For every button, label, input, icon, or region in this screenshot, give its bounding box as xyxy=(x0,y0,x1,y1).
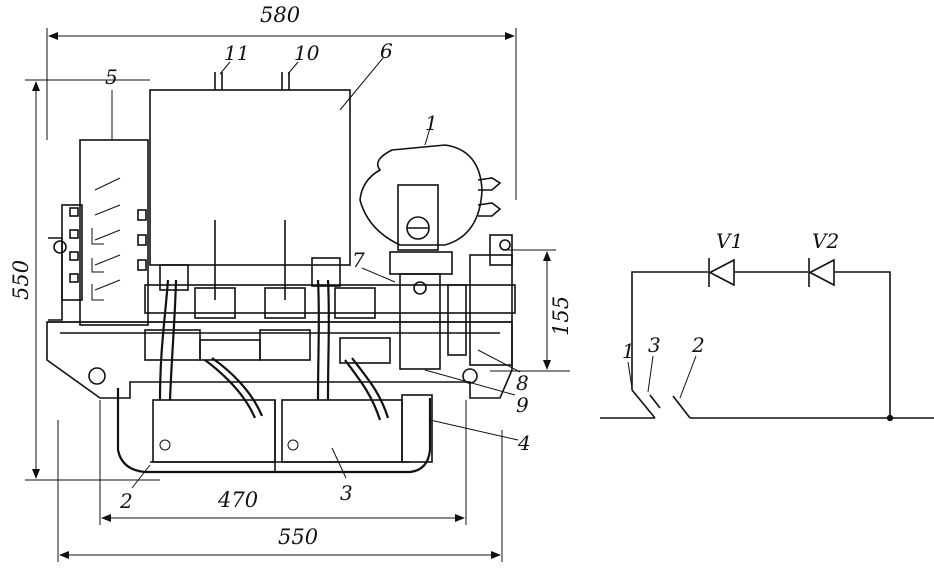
dimension-bottom-width: 550 xyxy=(57,420,503,562)
diode-v1: V1 xyxy=(708,229,743,287)
label-5: 5 xyxy=(105,65,118,89)
label-6: 6 xyxy=(380,39,393,63)
dimension-right-height-label: 155 xyxy=(549,296,573,336)
diode-v1-label: V1 xyxy=(716,229,743,253)
leader-lines xyxy=(111,57,521,489)
cover-6 xyxy=(149,72,351,300)
dimension-mount-width: 470 xyxy=(99,400,467,525)
junction-dot xyxy=(886,414,894,422)
contact-label-2: 2 xyxy=(691,333,705,357)
label-9: 9 xyxy=(516,393,529,417)
cables xyxy=(158,279,390,421)
dimension-bottom-width-label: 550 xyxy=(278,525,318,549)
label-4: 4 xyxy=(517,431,531,455)
contact-label-1: 1 xyxy=(622,339,635,363)
label-3: 3 xyxy=(340,481,353,505)
base-frame xyxy=(46,321,513,474)
label-8: 8 xyxy=(516,371,529,395)
dimension-height: 550 xyxy=(9,79,160,481)
dimension-top-width: 580 xyxy=(46,3,517,200)
label-7: 7 xyxy=(352,248,365,272)
circuit-schematic: V1 V2 1 3 2 xyxy=(600,229,934,422)
label-10: 10 xyxy=(294,41,320,65)
terminal-block-5 xyxy=(48,139,149,326)
diode-v2-label: V2 xyxy=(812,229,839,253)
terminal-row xyxy=(144,257,516,364)
label-2: 2 xyxy=(119,489,133,513)
dimension-mount-width-label: 470 xyxy=(217,488,258,512)
dimension-right-height: 155 xyxy=(490,249,573,372)
dimension-top-width-label: 580 xyxy=(260,3,300,27)
diode-v2: V2 xyxy=(808,229,839,287)
contact-label-3: 3 xyxy=(648,333,661,357)
dimension-height-label: 550 xyxy=(9,260,33,300)
label-1: 1 xyxy=(425,111,438,135)
label-11: 11 xyxy=(224,41,249,65)
lower-boxes-3 xyxy=(152,394,433,463)
device-drawing: 580 550 155 470 550 xyxy=(9,3,573,562)
component-1 xyxy=(359,144,513,370)
part-labels: 11 10 6 1 5 7 8 9 4 3 2 xyxy=(105,39,531,513)
